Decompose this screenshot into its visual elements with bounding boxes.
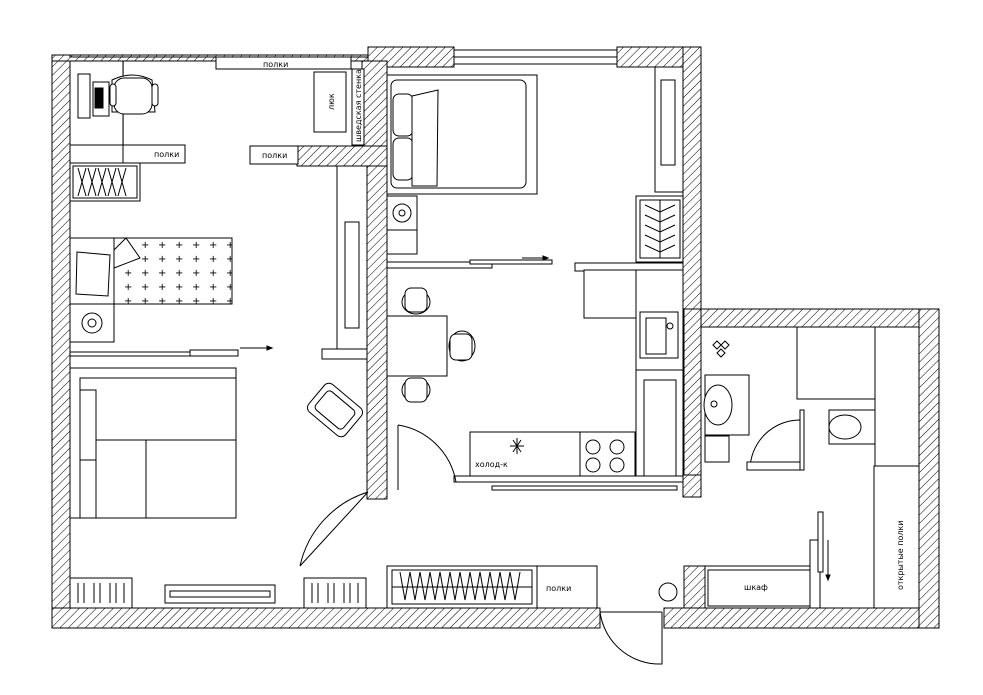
label-open-shelves: открытые полки (896, 521, 905, 591)
slide-arrows (240, 255, 831, 582)
walls (51, 46, 940, 629)
hall (386, 465, 920, 665)
kitchen (386, 269, 684, 491)
kids-room (69, 56, 368, 360)
label-shelves-kids: полки (154, 150, 179, 159)
label-fridge: холод-к (475, 460, 508, 469)
label-shelves-hall: полки (546, 584, 571, 593)
living-room (69, 367, 369, 609)
label-shelves-top: полки (263, 60, 288, 69)
radiator-bars (77, 583, 359, 603)
bathroom (703, 326, 920, 471)
dresser-ribs (77, 167, 127, 197)
label-shelves-nook: полки (262, 151, 287, 160)
label-hatch: люк (327, 93, 336, 110)
bedroom (386, 74, 684, 272)
bedroom-wardrobe-ribs (644, 200, 676, 258)
windows (69, 49, 684, 604)
fridge-star (510, 438, 524, 454)
label-wardrobe: шкаф (744, 583, 768, 592)
hall-wardrobe-ribs (392, 571, 532, 601)
label-swedish-wall: шведская стенка (354, 69, 363, 142)
